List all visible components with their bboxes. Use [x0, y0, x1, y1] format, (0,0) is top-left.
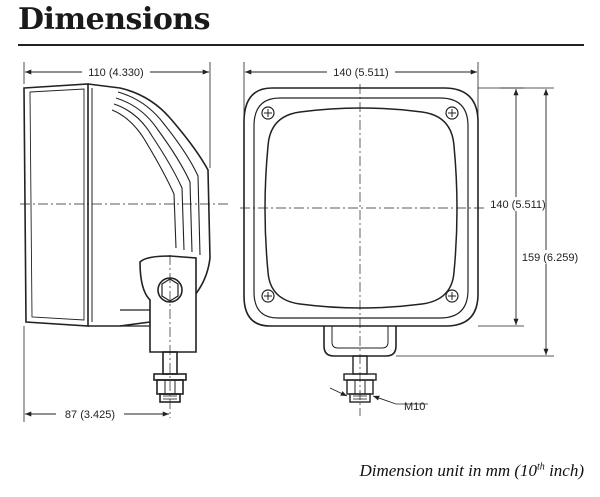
front-height-dimension: 140 (5.511) — [478, 87, 547, 327]
title-divider — [18, 44, 584, 46]
thread-dimension: M10 — [329, 387, 428, 413]
front-height-label: 140 (5.511) — [490, 199, 545, 211]
units-note: Dimension unit in mm (10th inch) — [359, 461, 584, 481]
screw-icon — [261, 289, 275, 303]
front-view — [240, 84, 484, 416]
overall-height-label: 159 (6.259) — [522, 252, 578, 264]
screw-icon — [445, 106, 459, 120]
overall-height-dimension: 159 (6.259) — [396, 87, 580, 357]
units-note-sup: th — [537, 461, 545, 473]
thread-label: M10 — [404, 401, 425, 413]
mount-offset-label: 87 (3.425) — [65, 409, 115, 421]
side-view — [20, 83, 230, 418]
screw-icon — [261, 106, 275, 120]
units-note-suffix: inch) — [544, 461, 584, 480]
side-width-dimension: 110 (4.330) — [23, 62, 211, 168]
side-width-label: 110 (4.330) — [88, 67, 143, 79]
units-note-prefix: Dimension unit in mm (10 — [359, 461, 538, 480]
front-width-label: 140 (5.511) — [333, 67, 388, 79]
page-title: Dimensions — [18, 2, 211, 37]
mount-offset-dimension: 87 (3.425) — [23, 326, 169, 422]
front-width-dimension: 140 (5.511) — [243, 62, 479, 118]
screw-icon — [445, 289, 459, 303]
